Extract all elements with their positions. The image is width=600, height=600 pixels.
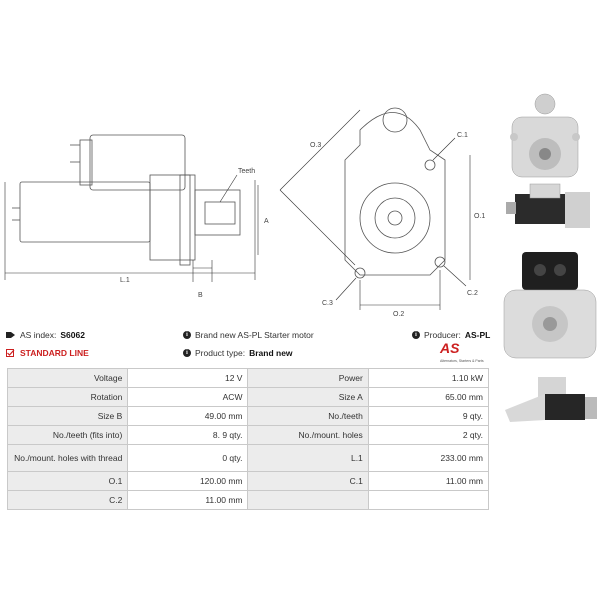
- spec-value: 12 V: [127, 368, 249, 388]
- producer-label: Producer:: [424, 330, 461, 340]
- spec-value: 0 qty.: [127, 444, 249, 472]
- product-photos: [503, 93, 597, 422]
- info-icon: i: [183, 331, 191, 339]
- spec-value: 1.10 kW: [367, 368, 490, 388]
- spec-label: Size B: [6, 406, 129, 426]
- spec-value: [367, 490, 490, 510]
- technical-drawing: L.1 A B Teeth O.3 C.1 O.1 C.3 O.2 C.2: [4, 107, 485, 318]
- spec-label: Power: [247, 368, 369, 388]
- dim-b-label: B: [198, 292, 203, 299]
- spec-value: 120.00 mm: [127, 471, 249, 491]
- spec-value: 2 qty.: [367, 425, 490, 445]
- info-icon: i: [183, 349, 191, 357]
- as-index-row: AS index: S6062: [6, 330, 85, 340]
- description-row: i Brand new AS-PL Starter motor: [183, 330, 314, 340]
- as-index-value: S6062: [60, 330, 85, 340]
- as-pl-logo: AS Alternators, Starters & Parts: [440, 340, 495, 365]
- spec-label: C.2: [6, 490, 129, 510]
- dim-a-label: A: [264, 218, 269, 225]
- spec-label: No./mount. holes: [247, 425, 369, 445]
- dim-c3-label: C.3: [322, 300, 333, 307]
- product-type-label: Product type:: [195, 348, 246, 358]
- specifications-table: Voltage 12 V Power 1.10 kW Rotation ACW …: [6, 368, 490, 510]
- spec-label: Rotation: [6, 387, 129, 407]
- table-row: C.2 11.00 mm: [6, 490, 490, 510]
- spec-label: O.1: [6, 471, 129, 491]
- standard-line-label: STANDARD LINE: [20, 348, 89, 358]
- spec-label: Size A: [247, 387, 369, 407]
- product-type-row: i Product type: Brand new: [183, 348, 293, 358]
- logo-tagline: Alternators, Starters & Parts: [440, 359, 484, 363]
- spec-value: 65.00 mm: [367, 387, 490, 407]
- logo-text: AS: [440, 340, 460, 356]
- spec-value: 9 qty.: [367, 406, 490, 426]
- checkbox-checked-icon: [6, 349, 15, 357]
- info-icon: i: [412, 331, 420, 339]
- producer-value: AS-PL: [464, 330, 491, 340]
- spec-label: L.1: [247, 444, 369, 472]
- table-row: No./teeth (fits into) 8. 9 qty. No./moun…: [6, 425, 490, 445]
- dim-o2-label: O.2: [393, 311, 404, 318]
- spec-value: 49.00 mm: [127, 406, 249, 426]
- product-description: Brand new AS-PL Starter motor: [195, 330, 314, 340]
- standard-line-row: STANDARD LINE: [6, 348, 89, 358]
- photo-rear-view: [503, 252, 597, 359]
- table-row: No./mount. holes with thread 0 qty. L.1 …: [6, 444, 490, 472]
- dim-o3-label: O.3: [310, 142, 321, 149]
- dim-l1-label: L.1: [120, 277, 130, 284]
- spec-value: 233.00 mm: [367, 444, 490, 472]
- photo-side-view: [506, 183, 590, 228]
- spec-value: 11.00 mm: [127, 490, 249, 510]
- table-row: Size B 49.00 mm No./teeth 9 qty.: [6, 406, 490, 426]
- spec-label: C.1: [247, 471, 369, 491]
- spec-label: No./mount. holes with thread: [6, 444, 129, 472]
- product-type-value: Brand new: [249, 348, 293, 358]
- table-row: O.1 120.00 mm C.1 11.00 mm: [6, 471, 490, 491]
- tag-icon: [6, 332, 15, 338]
- spec-value: ACW: [127, 387, 249, 407]
- dim-teeth-label: Teeth: [238, 168, 255, 175]
- spec-value: 8. 9 qty.: [127, 425, 249, 445]
- photo-angled-view: [505, 377, 597, 422]
- dim-c2-label: C.2: [467, 290, 478, 297]
- spec-label: [247, 490, 369, 510]
- spec-label: Voltage: [6, 368, 129, 388]
- table-row: Rotation ACW Size A 65.00 mm: [6, 387, 490, 407]
- spec-value: 11.00 mm: [367, 471, 490, 491]
- dim-o1-label: O.1: [474, 213, 485, 220]
- spec-label: No./teeth (fits into): [6, 425, 129, 445]
- producer-row: i Producer: AS-PL: [412, 330, 490, 340]
- table-row: Voltage 12 V Power 1.10 kW: [6, 368, 490, 388]
- as-index-label: AS index:: [20, 330, 57, 340]
- photo-front-view: [510, 93, 580, 178]
- dim-c1-label: C.1: [457, 132, 468, 139]
- spec-label: No./teeth: [247, 406, 369, 426]
